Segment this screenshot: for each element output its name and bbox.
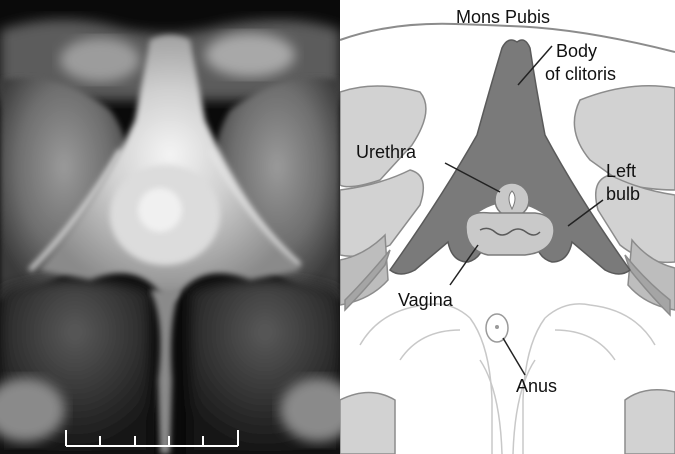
left-bulb-label-line1: Left	[606, 161, 636, 181]
body-of-clitoris-label-line2: of clitoris	[545, 64, 616, 84]
left-thigh-muscles	[340, 86, 426, 310]
mons-pubis-label: Mons Pubis	[456, 7, 550, 27]
mri-scan-panel	[0, 0, 340, 454]
vagina-shape	[466, 213, 554, 255]
vagina-label: Vagina	[398, 290, 454, 310]
anatomy-diagram-panel: Mons Pubis Body of clitoris Urethra Left…	[340, 0, 675, 454]
anus-shape	[486, 314, 508, 342]
anus-label: Anus	[516, 376, 557, 396]
leader-anus	[503, 338, 525, 375]
anatomy-diagram: Mons Pubis Body of clitoris Urethra Left…	[340, 0, 675, 454]
left-bulb-label-line2: bulb	[606, 184, 640, 204]
body-of-clitoris-label-line1: Body	[556, 41, 597, 61]
urethra-shape	[495, 183, 529, 217]
urethra-label: Urethra	[356, 142, 417, 162]
mri-scan-image	[0, 0, 340, 454]
